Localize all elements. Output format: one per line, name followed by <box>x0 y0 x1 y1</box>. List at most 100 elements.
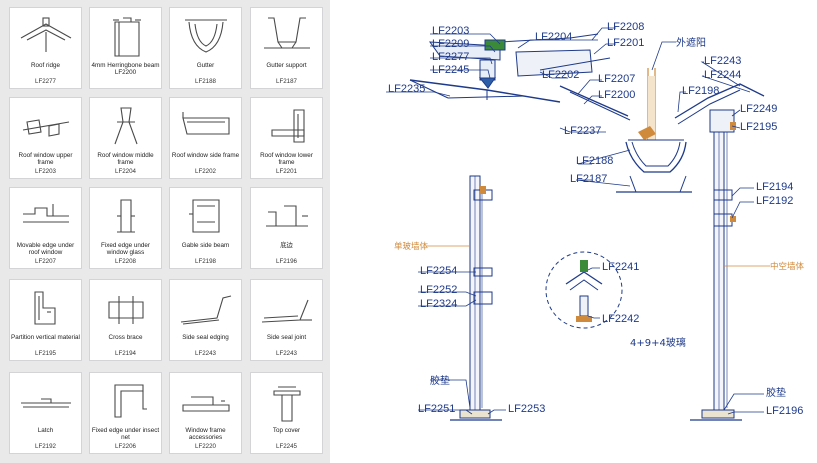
catalog-item-code: LF2192 <box>35 443 56 450</box>
label-lf2201: LF2201 <box>607 37 644 49</box>
label-outer-shade: 外遮阳 <box>676 36 706 49</box>
movable-edge-icon <box>23 204 69 223</box>
label-lf2245: LF2245 <box>432 64 469 76</box>
label-lf2202: LF2202 <box>542 69 579 81</box>
ridge-detail-circle <box>545 251 623 329</box>
gable-side-beam-icon <box>189 199 220 233</box>
catalog-item-name: Roof window upper frame <box>18 152 73 167</box>
catalog-item-code: LF2203 <box>35 168 56 175</box>
diagram-labels: LF2203 LF2209 LF2277 LF2245 LF2235 LF220… <box>388 21 805 417</box>
roof-ridge-icon <box>20 17 72 52</box>
leader-lines <box>386 27 764 415</box>
catalog-item-code: LF2187 <box>276 78 297 85</box>
label-lf2187: LF2187 <box>570 173 607 185</box>
wall-callouts <box>426 245 770 267</box>
catalog-item-code: LF2195 <box>35 350 56 357</box>
label-single-wall: 单玻墙体 <box>394 241 429 252</box>
catalog-item-name: Window frame accessories <box>185 427 226 442</box>
catalog-item-code: LF2243 <box>195 350 216 357</box>
side-seal-edging-icon <box>180 295 232 325</box>
assembly-drawing: LF2203 LF2209 LF2277 LF2245 LF2235 LF220… <box>330 0 817 463</box>
catalog-tile-bottom-edge: 底边 LF2196 <box>250 187 323 269</box>
catalog-item-code: LF2220 <box>195 443 216 450</box>
label-lf2196: LF2196 <box>766 405 803 417</box>
label-lf2251: LF2251 <box>418 403 455 415</box>
window-frame-accessories-icon <box>182 396 230 412</box>
label-lf2244: LF2244 <box>704 69 741 81</box>
catalog-item-code: LF2202 <box>195 168 216 175</box>
catalog-item-code: LF2206 <box>115 443 136 450</box>
catalog-item-name: Side seal joint <box>266 334 307 341</box>
catalog-item-name: Roof window middle frame <box>97 152 154 167</box>
left-wall <box>450 175 502 421</box>
label-lf2253: LF2253 <box>508 403 545 415</box>
catalog-item-code: LF2194 <box>115 350 136 357</box>
right-wall <box>690 109 742 421</box>
fixed-edge-glass-icon <box>117 199 135 233</box>
roof-window-side-frame-icon <box>182 112 230 135</box>
catalog-item-code: LF2243 <box>276 350 297 357</box>
gutter-support-icon <box>264 17 310 49</box>
label-lf2195: LF2195 <box>740 121 777 133</box>
label-lf2252: LF2252 <box>420 284 457 296</box>
bottom-edge-icon <box>266 205 308 227</box>
label-lf2188: LF2188 <box>576 155 613 167</box>
catalog-item-name: Movable edge under roof window <box>16 242 75 257</box>
side-seal-joint-icon <box>261 299 312 323</box>
catalog-item-name: Gutter support <box>266 62 307 69</box>
catalog-item-name: Latch <box>37 427 54 434</box>
catalog-item-name: Cross brace <box>108 334 143 341</box>
fixed-edge-insect-net-icon <box>114 384 147 418</box>
cross-brace-icon <box>108 296 144 324</box>
catalog-item-code: LF2188 <box>195 78 216 85</box>
label-lf2207: LF2207 <box>598 73 635 85</box>
catalog-item-code: LF2198 <box>195 258 216 265</box>
catalog-item-code: LF2204 <box>115 168 136 175</box>
catalog-item-name: 底边 <box>280 242 293 249</box>
label-lf2204: LF2204 <box>535 31 572 43</box>
roof-window-lower-frame-icon <box>271 109 305 143</box>
catalog-item-name: 4mm Herringbone beam LF2200 <box>91 62 160 77</box>
label-lf2203: LF2203 <box>432 25 469 37</box>
gutter-icon <box>185 19 227 53</box>
label-hollow-wall: 中空墙体 <box>770 261 805 272</box>
catalog-item-name: Top cover <box>272 427 301 434</box>
catalog-item-code: LF2245 <box>276 443 297 450</box>
assembly-svg: LF2203 LF2209 LF2277 LF2245 LF2235 LF220… <box>386 21 805 421</box>
label-lf2254: LF2254 <box>420 265 457 277</box>
label-lf2237: LF2237 <box>564 125 601 137</box>
ridge-assembly <box>409 33 611 103</box>
label-lf2243: LF2243 <box>704 55 741 67</box>
label-lf2242: LF2242 <box>602 313 639 325</box>
label-lf2198: LF2198 <box>682 85 719 97</box>
latch-icon <box>21 398 71 408</box>
gutter-assembly <box>559 68 765 193</box>
roof-window-upper-frame-icon <box>22 119 70 137</box>
label-lf2235: LF2235 <box>388 83 425 95</box>
label-lf2277: LF2277 <box>432 51 469 63</box>
catalog-item-name: Roof window side frame <box>171 152 240 159</box>
catalog-tile-herringbone-beam: 4mm Herringbone beam LF2200 <box>89 7 162 89</box>
catalog-item-name: Side seal edging <box>182 334 229 341</box>
top-cover-icon <box>273 386 301 422</box>
catalog-item-code: LF2196 <box>276 258 297 265</box>
catalog-item-name: Fixed edge under window glass <box>100 242 150 257</box>
partition-vertical-icon <box>34 291 56 325</box>
label-lf2209: LF2209 <box>432 38 469 50</box>
